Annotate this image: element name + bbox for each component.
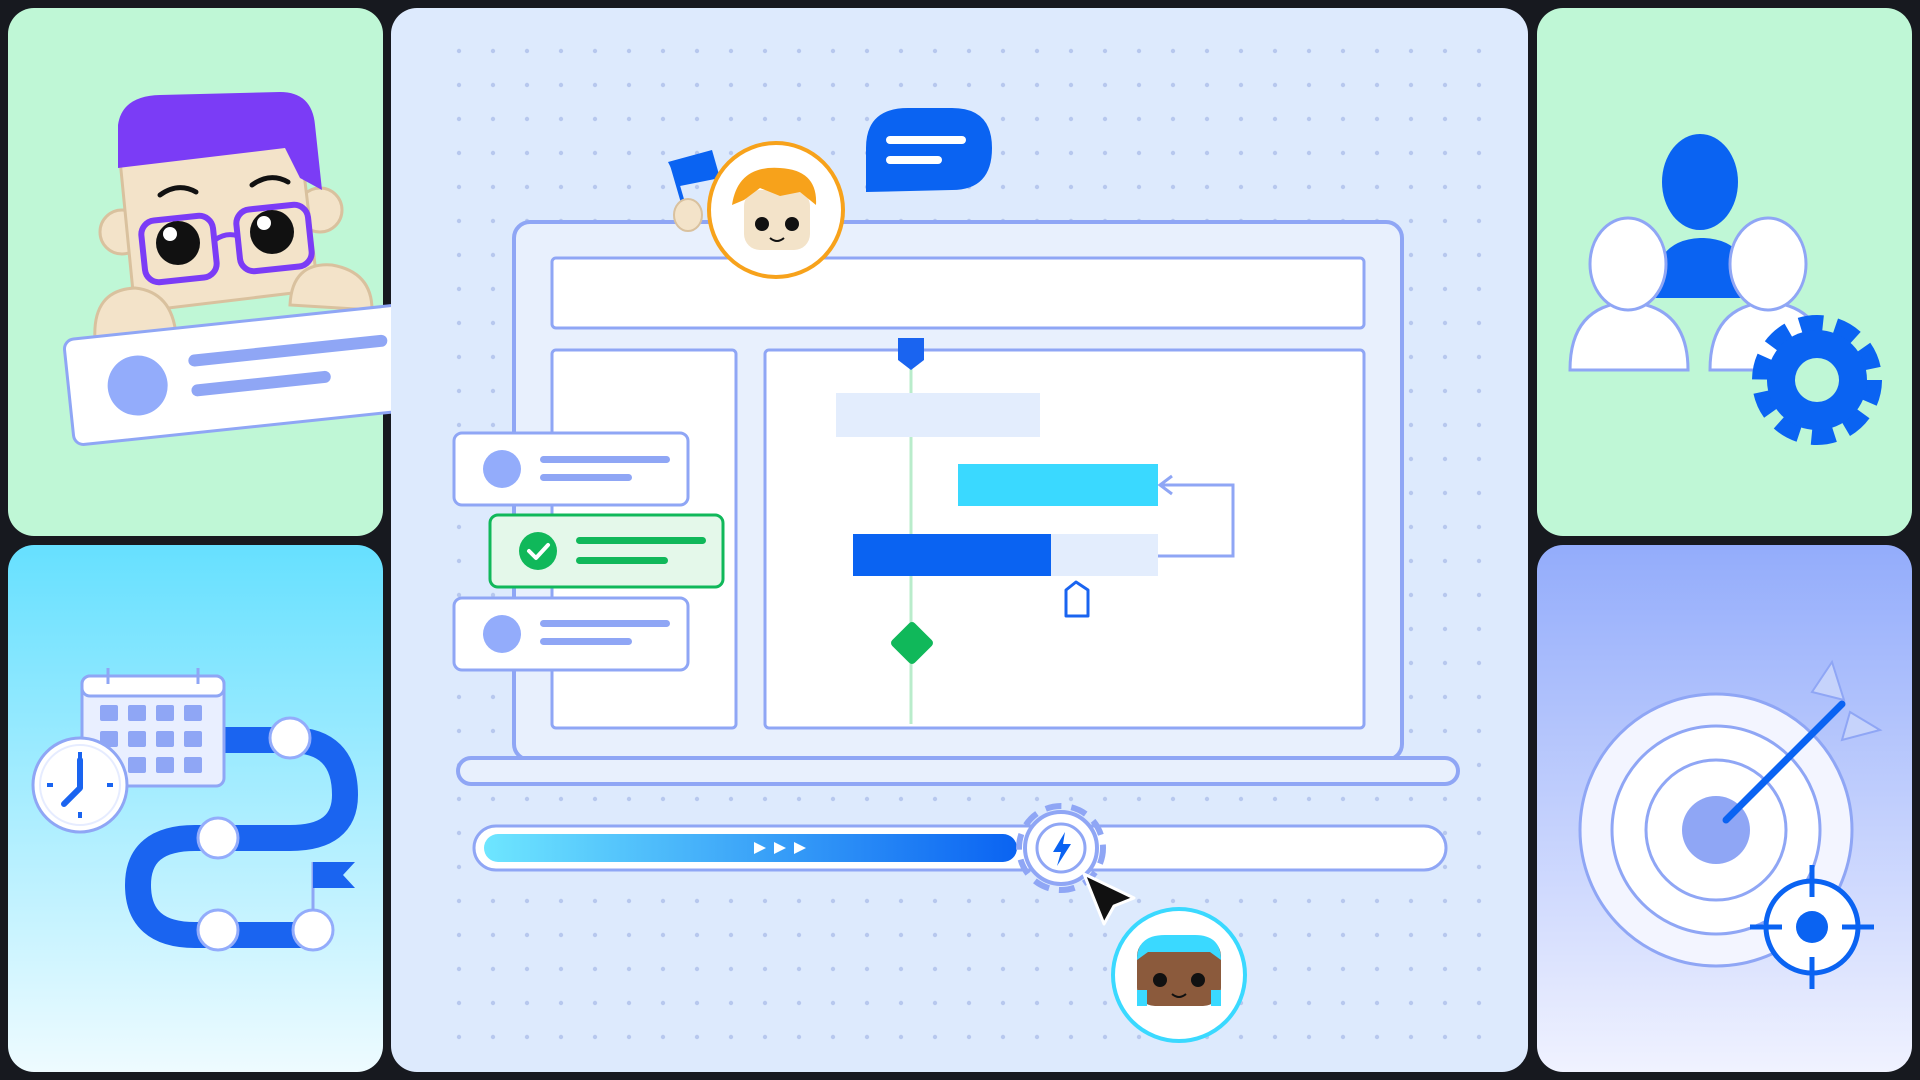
panel-bottom-left	[8, 545, 383, 1072]
milestone-diamond-icon	[891, 622, 933, 664]
lightning-icon	[1053, 832, 1071, 866]
automation-gear-icon[interactable]	[1016, 803, 1106, 893]
gantt-bar-placeholder	[836, 393, 1040, 437]
panel-top-left	[8, 8, 426, 536]
crosshair-icon	[1750, 865, 1874, 989]
task-card[interactable]	[452, 596, 690, 672]
task-card[interactable]	[452, 431, 690, 507]
nerd-avatar-icon	[93, 92, 374, 342]
laptop	[456, 220, 1460, 786]
flag-icon	[668, 150, 720, 186]
flag-icon	[311, 862, 355, 910]
clock-icon	[31, 736, 129, 834]
panel-bottom-right	[1537, 545, 1912, 1072]
app-header-bar	[550, 256, 1366, 330]
avatar	[107, 355, 168, 416]
task-card-list	[452, 431, 725, 672]
timeline-marker-icon	[898, 338, 924, 370]
panel-top-right	[1537, 8, 1912, 536]
team-users-icon	[1568, 134, 1828, 372]
panel-center	[391, 8, 1528, 1072]
teammate-avatar-orange	[668, 141, 845, 279]
chat-bubble-icon	[866, 108, 992, 192]
home-marker-icon	[1064, 580, 1090, 618]
teammate-avatar-blue	[1111, 907, 1247, 1043]
roadmap-path-icon	[125, 727, 358, 948]
gantt-bar-cyan	[958, 464, 1158, 506]
gear-icon	[1752, 315, 1882, 445]
cursor-arrow-icon	[1082, 872, 1136, 926]
gantt-bar-progress	[853, 534, 1051, 576]
task-card-done[interactable]	[488, 513, 725, 589]
check-icon	[519, 532, 557, 570]
profile-card	[62, 302, 426, 446]
progress-bar[interactable]	[472, 824, 1448, 872]
